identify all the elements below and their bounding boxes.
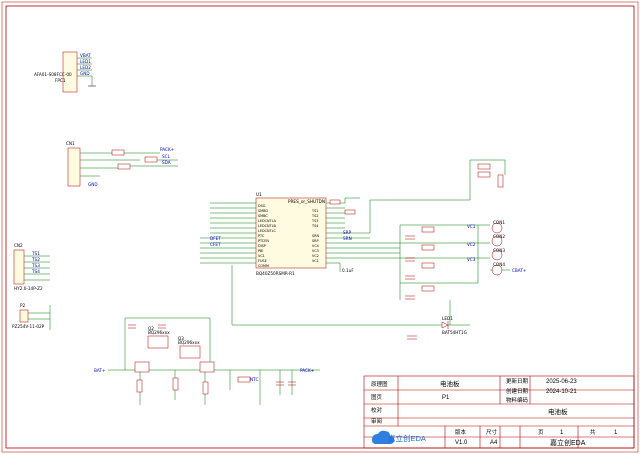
company-logo: 嘉立创EDA [372,430,426,444]
u1-pin-vc1: VC1 [258,254,265,258]
fpc1-pin4-net: GND [80,71,90,76]
cn2-ref-label: CN2 [14,243,23,248]
q2-part-label: BQ296xxx [148,330,170,335]
u1-pin-ptcen: PTCEN [258,239,269,243]
led-part-label: BAT54HT1G [442,330,467,335]
u1-pin-pbi: PBI [258,249,263,253]
net-ntc: NTC [250,377,258,382]
tb-row4-label: 审阅 [371,417,382,425]
net-srp: SRP [343,230,352,235]
title-block [363,375,635,449]
tb-page-label: 页 [538,429,544,436]
net-srn: SRN [343,236,352,241]
net-vc1: VC1 [467,224,476,229]
fpc1-pin1-net: VBAT [80,53,91,58]
u1-pin-srp: SRP [312,239,319,243]
tb-row2-label: 图页 [371,393,383,401]
tb-updated-label: 更新日期 [506,377,529,385]
tb-total-label: 共 [590,428,596,436]
tb-company: 嘉立创EDA [550,438,586,447]
tb-page-value: 1 [560,430,564,436]
logo-text: 嘉立创EDA [388,433,426,443]
u1-pin-fuse: FUSE [258,259,267,263]
tb-version-value: V1.0 [455,440,468,446]
u1-pin-srn: SRN [312,234,320,238]
u1-pin-vc4: VC4 [312,244,319,248]
cell-con1: CON1 [493,220,505,225]
tb-row1-value: 电池板 [440,379,460,388]
u1-pin-ts4: TS4 [311,224,318,228]
fpc1-part-label: AFA01-S08FCC-00 [34,72,72,77]
fpc1-pin3-net: LED2 [80,65,91,70]
tb-size-value: A4 [490,440,498,446]
u1-part-label: BQ40Z50RSMR-R1 [256,271,295,276]
u1-pin-smbc: SMBC [258,214,268,218]
tb-row3-label: 校对 [371,406,383,414]
tb-row1-label: 原理图 [371,380,388,388]
cell-con2: CON2 [493,234,505,239]
cn2-net-ts1: TS1 [31,251,40,256]
u1-pin-ptc: PTC [258,234,265,238]
net-pack-plus: PACK+ [300,368,315,373]
net-bat-plus: BAT+ [94,368,106,373]
cn2-net-ts2: TS2 [31,257,40,262]
u1-pin-ledcntla: LEDCNTLA [258,219,277,223]
cn2-net-ts4: TS4 [31,269,40,274]
net-dfet: DFET [210,236,221,241]
q3-part-label: BQ296xxx [178,340,200,345]
led-ref-label: LED1 [442,316,453,321]
fpc1-pin2-net: LED1 [80,59,91,64]
cn1-net-scl: SCL [162,154,171,159]
u1-pin-disp: DISP [258,244,266,248]
u1-pin-vc2: VC2 [312,254,319,258]
p2-connector [19,305,51,330]
u1-pin-ts2: TS2 [311,214,318,218]
tb-size-label: 尺寸 [486,428,498,436]
cn1-net-pack: PACK+ [160,147,175,152]
p2-part-label: PZ254V-11-02P [12,324,45,329]
cn2-connector [13,249,50,285]
tb-created-label: 创建日期 [506,387,529,395]
tb-row2-value: P1 [442,395,450,401]
sheet-border [5,5,635,449]
u1-pin-ledcntlb: LEDCNTLB [258,224,277,228]
q2-ref-label: Q2 [148,326,154,331]
u1-pin-ts3: TS3 [311,219,318,223]
fpc1-connector [62,51,96,93]
u1-pin-vc3: VC3 [312,249,319,253]
net-cfet: CFET [210,242,221,247]
cn1-ref-label: CN1 [66,141,75,146]
tb-version-label: 版本 [455,428,467,436]
u1-pin-smbd: SMBD [258,209,268,213]
u1-top-pin-label: PRES_or_SHUTDN [288,199,325,204]
tb-total-value: 1 [614,430,618,436]
net-cbat: CBAT+ [512,268,527,273]
u1-pin-comm: COMM [258,264,269,268]
p2-ref-label: P2 [20,303,26,308]
u1-ref-label: U1 [256,192,262,197]
tb-material-label: 物料编码 [506,396,529,404]
cn1-net-gnd: GND [88,182,98,187]
tb-board-name: 电池板 [548,407,568,416]
u1-pin-ledcntlc: LEDCNTLC [258,229,277,233]
net-vc2: VC2 [467,242,476,247]
q3-ref-label: Q3 [178,336,184,341]
cn1-connector [67,147,178,187]
cn2-net-ts3: TS3 [31,263,40,268]
u1-pin-ts1: TS1 [311,209,318,213]
u1-pin-vc1-right: VC1 [312,259,319,263]
cap-value-label: 0.1uF [342,268,354,273]
cell-con3: CON3 [493,248,505,253]
cell-con4: CON4 [493,262,505,267]
tb-created-value: 2024-10-21 [546,389,577,395]
cn1-net-sda: SDA [162,160,171,165]
u1-pin-dsg: DSG [258,204,266,208]
tb-updated-value: 2025-06-23 [546,379,577,385]
cn2-part-label: HY2.0-14P-Z2 [14,286,43,291]
fpc1-ref-label: FPC1 [55,78,66,83]
net-vc3: VC3 [467,257,476,262]
